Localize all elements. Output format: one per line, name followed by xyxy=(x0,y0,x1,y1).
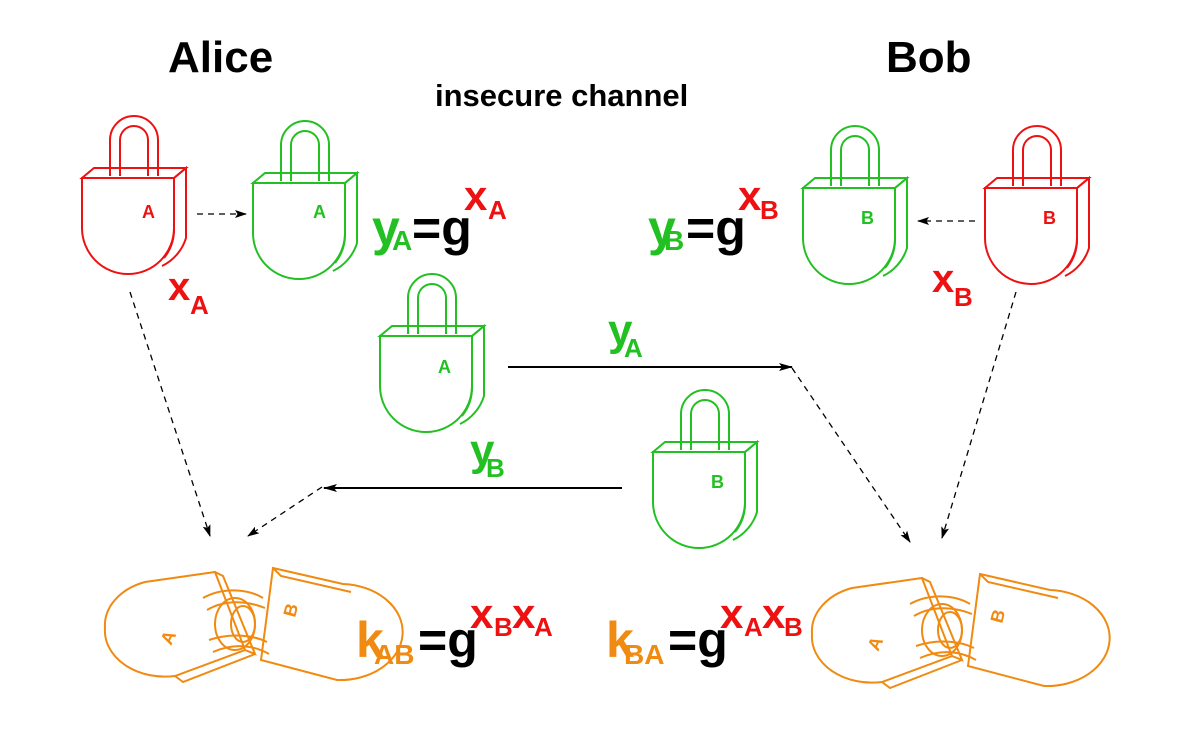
svg-text:y: y xyxy=(372,200,400,256)
channel-title: insecure channel xyxy=(435,78,688,113)
bob-public-equation: y B =g x B xyxy=(648,172,779,256)
alice-public-equation: y A =g x A xyxy=(372,172,507,256)
bob-private-lock-letter: B xyxy=(1043,208,1056,228)
combine-arrow-bob-public xyxy=(791,367,911,543)
svg-text:B: B xyxy=(494,612,513,642)
svg-text:=g: =g xyxy=(686,200,746,256)
bob-shared-equation: k BA =g x A x B xyxy=(606,590,803,670)
svg-text:B: B xyxy=(664,225,684,256)
bob-title: Bob xyxy=(886,33,972,82)
alice-shared-letter-b: B xyxy=(280,601,303,619)
channel-label-ya: y A xyxy=(608,306,643,363)
svg-text:B: B xyxy=(760,195,779,225)
svg-text:y: y xyxy=(608,306,633,355)
svg-text:A: A xyxy=(392,225,412,256)
alice-private-lock-letter: A xyxy=(142,202,155,222)
bob-shared-letter-b: B xyxy=(987,607,1010,625)
svg-text:x: x xyxy=(470,590,494,637)
svg-text:x: x xyxy=(720,590,744,637)
svg-text:=g: =g xyxy=(412,200,472,256)
svg-text:x: x xyxy=(762,590,786,637)
channel-label-yb: y B xyxy=(470,426,505,483)
svg-text:k: k xyxy=(356,612,384,668)
svg-text:BA: BA xyxy=(624,639,664,670)
alice-private-key: x A xyxy=(168,265,209,320)
bob-shared-locks-icon: A B xyxy=(810,572,1111,690)
svg-text:A: A xyxy=(488,195,507,225)
channel-lock-a-letter: A xyxy=(438,357,451,377)
svg-text:AB: AB xyxy=(374,639,414,670)
svg-text:x: x xyxy=(932,257,954,301)
alice-shared-letter-a: A xyxy=(156,627,180,647)
svg-text:=g: =g xyxy=(668,612,728,668)
svg-text:x: x xyxy=(512,590,536,637)
svg-text:x: x xyxy=(168,265,190,309)
svg-text:A: A xyxy=(624,333,643,363)
svg-text:B: B xyxy=(486,453,505,483)
combine-arrow-alice-private xyxy=(129,291,211,537)
svg-text:A: A xyxy=(744,612,763,642)
svg-text:x: x xyxy=(464,172,488,219)
channel-lock-b-letter: B xyxy=(711,472,724,492)
bob-private-key: x B xyxy=(932,257,973,312)
bob-private-lock-icon: B xyxy=(984,125,1090,285)
svg-text:B: B xyxy=(954,282,973,312)
channel-lock-b-icon: B xyxy=(652,389,758,549)
combine-arrow-bob-private xyxy=(941,291,1017,539)
svg-text:x: x xyxy=(738,172,762,219)
svg-text:y: y xyxy=(470,426,495,475)
bob-public-lock-icon: B xyxy=(802,125,908,285)
alice-private-lock-icon: A xyxy=(81,115,187,275)
svg-text:A: A xyxy=(534,612,553,642)
alice-public-lock-icon: A xyxy=(252,120,358,280)
bob-public-lock-letter: B xyxy=(861,208,874,228)
svg-text:A: A xyxy=(190,290,209,320)
svg-text:=g: =g xyxy=(418,612,478,668)
svg-text:y: y xyxy=(648,200,676,256)
alice-title: Alice xyxy=(168,33,273,82)
svg-text:B: B xyxy=(784,612,803,642)
bob-shared-letter-a: A xyxy=(863,633,887,653)
alice-public-lock-letter: A xyxy=(313,202,326,222)
svg-text:k: k xyxy=(606,612,634,668)
channel-lock-a-icon: A xyxy=(379,273,485,433)
alice-shared-equation: k AB =g x B x A xyxy=(356,590,553,670)
alice-shared-locks-icon: A B xyxy=(103,566,404,684)
combine-arrow-alice-public xyxy=(247,486,323,537)
